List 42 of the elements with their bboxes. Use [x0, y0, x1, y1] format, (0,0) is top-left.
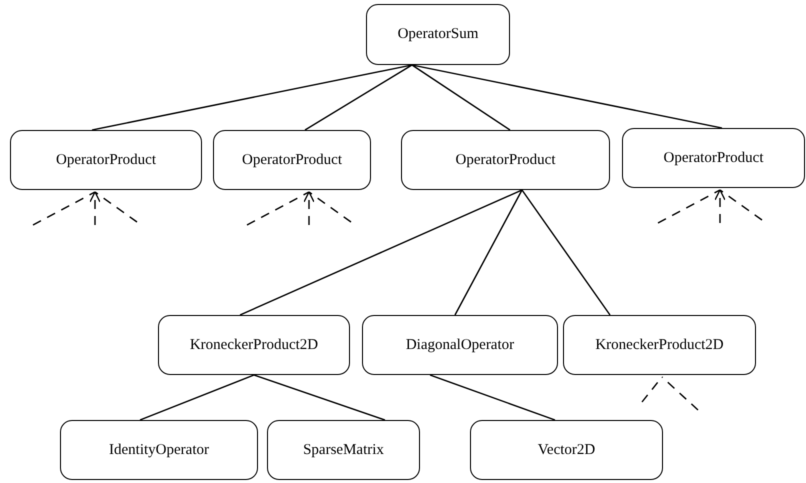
dashed-line — [658, 189, 720, 224]
connector-line — [454, 190, 523, 316]
dashed-line — [662, 376, 698, 411]
dashed-line — [89, 191, 101, 225]
class-box — [267, 420, 420, 480]
connector-line — [430, 374, 556, 421]
class-box — [362, 315, 558, 375]
class-box — [213, 130, 371, 190]
class-name: Vector2D — [538, 442, 596, 458]
dashed-line — [246, 191, 310, 226]
class-box — [60, 420, 258, 480]
connector-line — [240, 189, 522, 316]
class-box — [622, 128, 805, 188]
class-box — [401, 130, 610, 190]
connector-line — [304, 64, 412, 131]
class-box — [158, 315, 350, 375]
dashed-line — [714, 189, 726, 223]
connector-line — [254, 374, 386, 421]
connector-line — [92, 64, 412, 131]
class-name: OperatorProduct — [456, 152, 556, 168]
class-name: OperatorProduct — [664, 150, 764, 166]
connector-line — [412, 64, 722, 129]
class-name: SparseMatrix — [303, 442, 384, 458]
dashed-line — [32, 191, 96, 226]
class-name: DiagonalOperator — [406, 336, 514, 354]
dashed-line — [94, 191, 138, 223]
class-name: OperatorSum — [398, 26, 478, 43]
class-box — [366, 4, 510, 65]
connector-line — [412, 64, 510, 131]
class-name: OperatorProduct — [56, 152, 156, 168]
dashed-line — [720, 189, 762, 221]
connector-line — [521, 190, 611, 316]
class-name: OperatorProduct — [242, 152, 342, 168]
connector-line — [140, 374, 254, 421]
class-name: KroneckerProduct2D — [595, 336, 724, 354]
class-box — [470, 420, 663, 480]
class-box — [10, 130, 202, 190]
dashed-line — [308, 191, 352, 223]
dashed-line — [303, 191, 315, 225]
class-name: IdentityOperator — [109, 442, 209, 458]
class-name: KroneckerProduct2D — [190, 336, 318, 354]
class-box — [563, 315, 756, 375]
